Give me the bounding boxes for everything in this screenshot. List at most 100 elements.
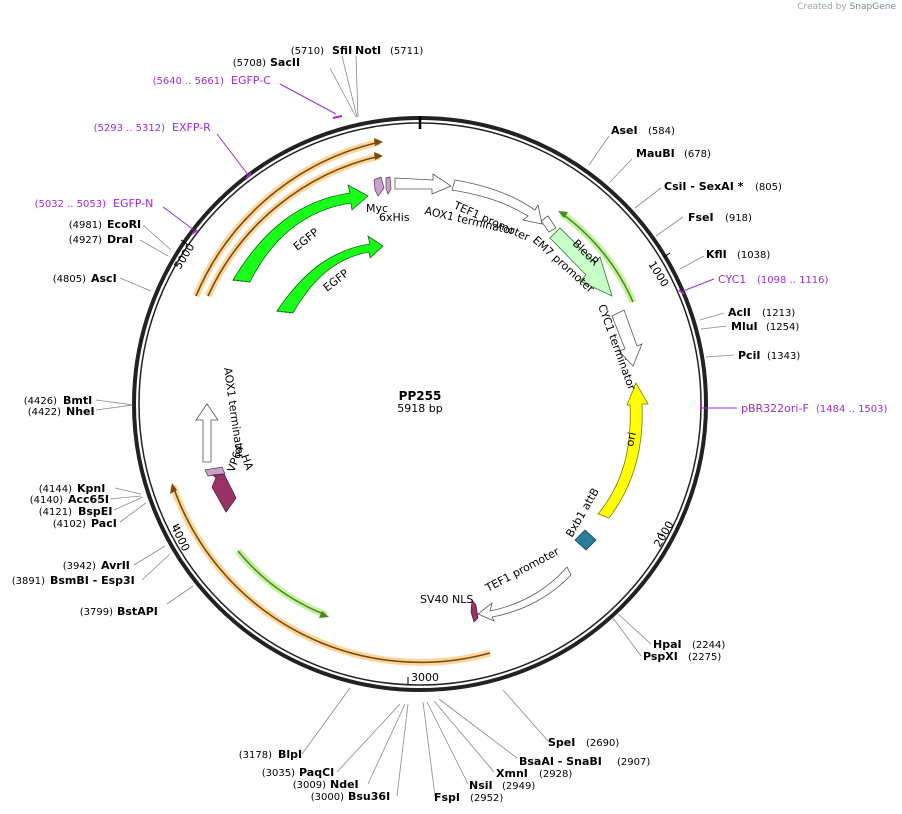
primer-egfp-c: EGFP-C (231, 74, 271, 87)
site-asei-pos: (584) (648, 126, 675, 137)
site-drai: DraI (107, 233, 133, 246)
em7-promoter-feature (540, 215, 557, 233)
site-noti: NotI (355, 44, 381, 57)
site-paci-pos: (4102) (53, 519, 86, 530)
orf-band-outer (195, 141, 381, 297)
aox1-terminator-top-feature (394, 173, 452, 195)
site-asci: AscI (91, 272, 117, 285)
myc-tag-feature (373, 176, 385, 197)
site-sfii-pos: (5710) (291, 46, 324, 57)
site-fspi: FspI (434, 791, 460, 804)
site-noti-pos: (5711) (390, 46, 423, 57)
site-hpai-pos: (2244) (692, 640, 725, 651)
site-csii-sexai-pos: (805) (755, 182, 782, 193)
site-bsmbi-esp3i: BsmBI - Esp3I (50, 574, 135, 587)
site-bspei-pos: (4121) (39, 507, 72, 518)
site-avrii-pos: (3942) (63, 561, 96, 572)
egfp-feature-outer (232, 184, 369, 283)
tick-1000 (663, 252, 671, 258)
primer-cyc1-range: (1098 .. 1116) (757, 275, 829, 286)
site-csii-sexai: CsiI - SexAI * (664, 180, 744, 193)
site-paqci: PaqCI (299, 766, 334, 779)
tef1-promoter-top-feature (451, 179, 543, 225)
site-fspi-pos: (2952) (470, 793, 503, 804)
site-sacii: SacII (270, 56, 300, 69)
orf-band-inner (207, 155, 381, 297)
site-acli-pos: (1213) (762, 308, 795, 319)
site-pcii: PciI (738, 349, 760, 362)
site-pspxi-pos: (2275) (688, 652, 721, 663)
site-ecori-pos: (4981) (69, 220, 102, 231)
site-nsii-pos: (2949) (502, 781, 535, 792)
site-fsei: FseI (688, 211, 714, 224)
site-hpai: HpaI (653, 638, 682, 651)
primer-mark (191, 229, 198, 235)
site-bspei: BspEI (78, 505, 112, 518)
tick-label-3000: 3000 (411, 671, 439, 684)
site-nhei-pos: (4422) (28, 407, 61, 418)
plasmid-length: 5918 bp (397, 402, 442, 415)
site-maubi: MauBI (636, 147, 675, 160)
credit-prefix: Created by (797, 2, 847, 12)
site-bsu36i-pos: (3000) (311, 792, 344, 803)
site-kpni: KpnI (77, 482, 105, 495)
site-pcii-pos: (1343) (767, 351, 800, 362)
site-paci: PacI (91, 517, 117, 530)
site-blpi-pos: (3178) (239, 750, 272, 761)
orf-band-arrowhead (374, 138, 383, 146)
green-orf-bottom (237, 550, 327, 616)
primer-leader (279, 83, 337, 115)
site-ecori: EcoRI (107, 218, 141, 231)
primer-leader (682, 278, 715, 292)
site-asei: AseI (611, 124, 638, 137)
primer-cyc1: CYC1 (718, 273, 746, 286)
site-avrii: AvrII (101, 559, 130, 572)
site-spei-pos: (2690) (586, 738, 619, 749)
bleor-orf (560, 212, 634, 303)
site-maubi-pos: (678) (684, 149, 711, 160)
ha-tag-feature (204, 466, 226, 477)
egfp-truncation-marks (232, 279, 294, 314)
green-orf-bands (235, 210, 637, 619)
ori-feature (597, 382, 649, 519)
cyc1-terminator-feature (611, 309, 643, 367)
egfp-feature-inner (276, 235, 384, 314)
tick-4000 (172, 523, 180, 528)
site-mlui-pos: (1254) (766, 322, 799, 333)
site-acc65i: Acc65I (68, 493, 109, 506)
site-xmni-pos: (2928) (539, 769, 572, 780)
site-bsu36i: Bsu36I (348, 790, 390, 803)
tick-2000 (656, 532, 664, 537)
orf-band-bottom-glow (169, 484, 491, 666)
bxb1-attb-label: Bxb1 attB (563, 486, 601, 540)
primer-pbr322ori-f-range: (1484 .. 1503) (816, 404, 888, 415)
orf-bands (169, 138, 491, 666)
site-acli: AclI (728, 306, 751, 319)
site-ndei-pos: (3009) (293, 780, 326, 791)
site-bstapi-pos: (3799) (80, 607, 113, 618)
features (195, 173, 649, 623)
egfp-label: EGFP (291, 225, 322, 253)
bxb1-attb-feature (574, 529, 597, 551)
sv40-nls-feature (470, 599, 479, 623)
site-paqci-pos: (3035) (262, 768, 295, 779)
site-bsmbi-esp3i-pos: (3891) (12, 576, 45, 587)
aox1-terminator-left-feature (195, 403, 219, 463)
ha-label: HA (238, 453, 256, 473)
site-mlui: MluI (731, 320, 758, 333)
his-tag-feature (385, 176, 392, 195)
myc-label: Myc (366, 202, 388, 215)
primer-mark (245, 172, 252, 180)
primer-egfp-c-range: (5640 .. 5661) (153, 76, 225, 87)
site-bsaai-snabi: BsaAI - SnaBI (519, 755, 602, 768)
site-fsei-pos: (918) (725, 213, 752, 224)
site-bmti-pos: (4426) (24, 396, 57, 407)
green-orf-bottom-arrowhead (319, 611, 329, 618)
primer-mark (332, 115, 343, 119)
site-nhei: NheI (66, 405, 95, 418)
snapgene-brand: SnapGene (849, 2, 896, 12)
site-bsaai-snabi-pos: (2907) (617, 757, 650, 768)
green-orf-bottom-glow (235, 548, 328, 619)
orf-band-arrowhead (374, 152, 383, 160)
site-bmti: BmtI (63, 394, 92, 407)
